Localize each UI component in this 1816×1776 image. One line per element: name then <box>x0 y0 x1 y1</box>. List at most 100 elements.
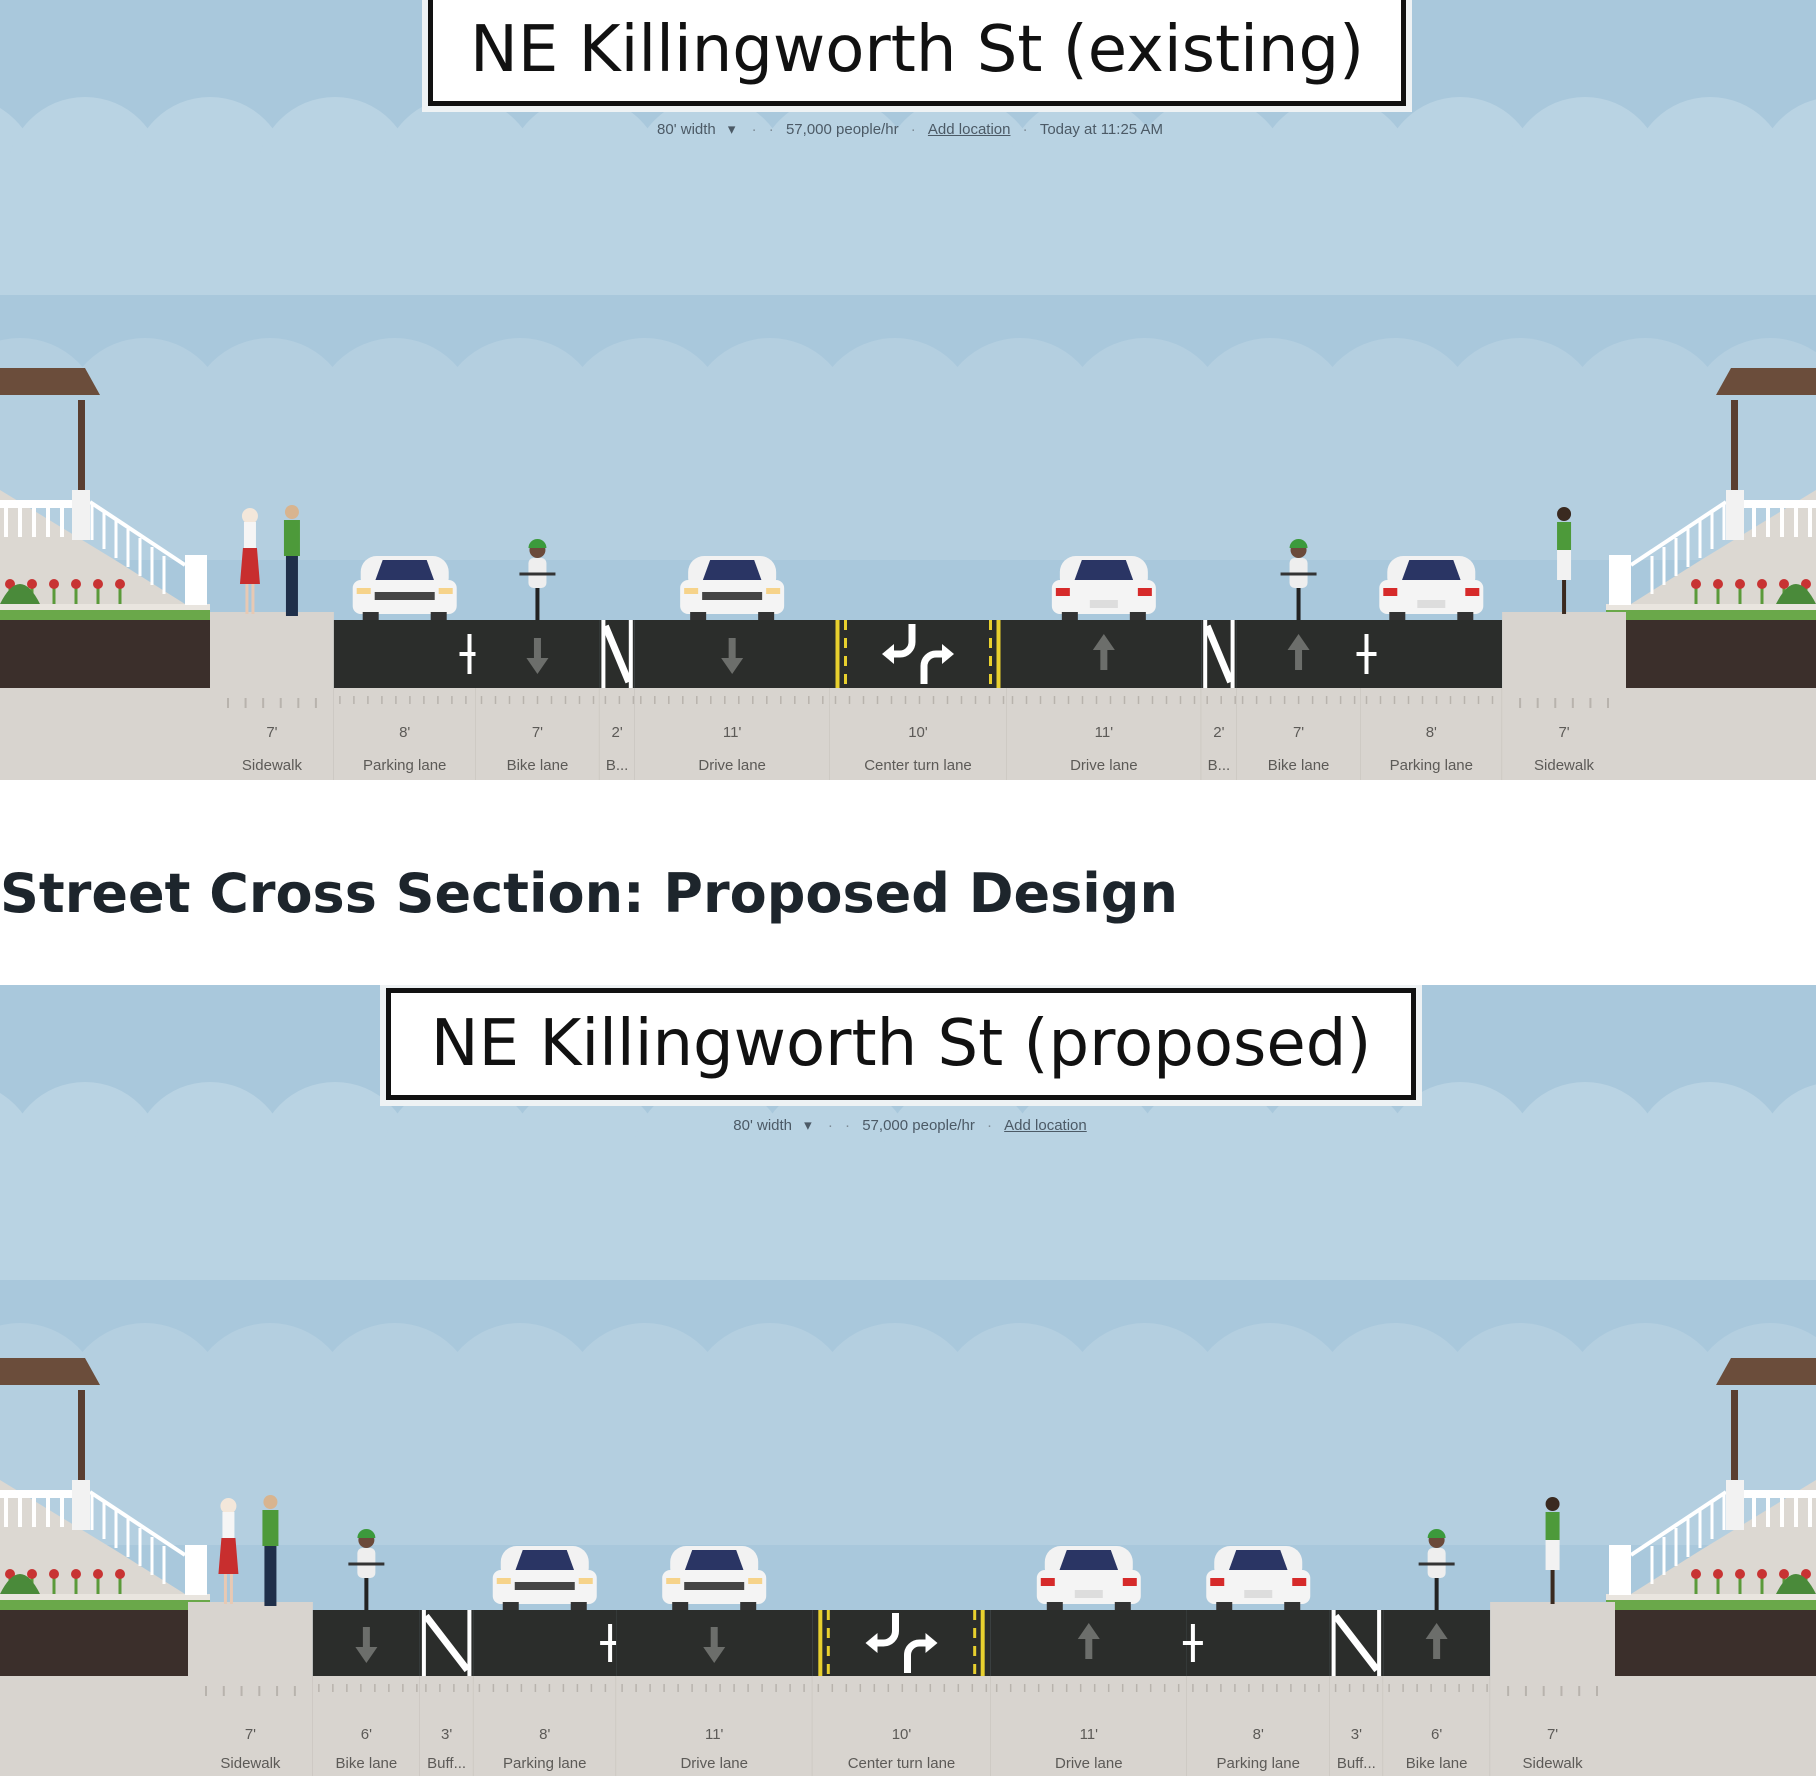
lane-arrow-head <box>1287 634 1310 650</box>
capacity-value: 57,000 people/hr <box>785 121 899 138</box>
asphalt <box>473 1610 617 1676</box>
cloud-band <box>0 1160 1816 1280</box>
buffer-hatch <box>602 624 633 684</box>
flower <box>49 579 59 589</box>
segment-parking: 8' Parking lane <box>1182 1546 1331 1776</box>
segment-buffer: 2' B... <box>1201 620 1238 780</box>
add-location-link[interactable]: Add location <box>1004 1117 1087 1134</box>
turn-arrowhead <box>865 1633 878 1653</box>
car-windshield <box>702 560 763 582</box>
segment-width-label: 8' <box>1253 1726 1264 1743</box>
meta-separator: · <box>987 1117 992 1134</box>
segment-name-label: Bike lane <box>336 1755 398 1772</box>
segment-width-label: 2' <box>1213 724 1224 741</box>
car-taillight <box>1122 1578 1137 1586</box>
segment-name-label: Drive lane <box>1070 757 1138 774</box>
porch-post <box>78 1390 85 1480</box>
rail-post <box>1609 1545 1631 1595</box>
segment-name-label: Parking lane <box>1390 757 1473 774</box>
segment-name-label: B... <box>1208 757 1231 774</box>
car-wheel <box>1216 1602 1233 1610</box>
asphalt <box>829 620 1007 688</box>
segment-parking: 8'Parking lane <box>333 556 480 780</box>
flower <box>93 579 103 589</box>
baluster <box>1752 505 1756 537</box>
turn-arrow-left <box>869 1613 899 1647</box>
car-wheel <box>430 612 447 620</box>
turn-arrowhead <box>882 644 894 664</box>
car-body <box>1051 580 1156 614</box>
caret-down-icon: ▾ <box>804 1117 812 1134</box>
person-shirt <box>1545 1512 1560 1540</box>
segment-buffer: 3'Buff... <box>1329 1610 1384 1776</box>
baluster <box>32 505 36 537</box>
meta-separator: · <box>845 1117 851 1134</box>
buffer-hatch <box>423 1613 471 1673</box>
grass <box>1606 1600 1816 1610</box>
segment-name-label: B... <box>606 757 629 774</box>
person-top <box>243 522 256 548</box>
segment-width-label: 7' <box>1293 724 1304 741</box>
porch-post <box>1731 1390 1738 1480</box>
lane-arrow-head <box>721 658 744 674</box>
baluster <box>60 505 64 537</box>
porch-column <box>72 490 90 540</box>
porch-roof <box>0 368 100 395</box>
flower <box>93 1569 103 1579</box>
car-wheel <box>740 1602 757 1610</box>
under-asphalt <box>616 1676 813 1776</box>
segment-width-label: 7' <box>266 724 277 741</box>
car-taillight <box>1383 588 1398 596</box>
street-width-value: 80' width <box>657 121 716 138</box>
shrub <box>0 584 40 604</box>
under-asphalt <box>473 1676 617 1776</box>
car-windshield <box>1058 1550 1119 1572</box>
street-width-dropdown[interactable]: 80' width ▾ <box>729 1117 815 1134</box>
meta-separator: · <box>910 121 916 138</box>
car-wheel <box>1114 1602 1131 1610</box>
car-plate <box>1074 1590 1103 1598</box>
segment-width-label: 10' <box>908 724 928 741</box>
segment-name-label: Parking lane <box>1217 1755 1300 1772</box>
proposed-street-panel: NE Killingworth St (proposed) 80' width … <box>0 985 1816 1776</box>
segment-turn: 10'Center turn lane <box>829 620 1007 780</box>
person-head <box>220 1498 237 1514</box>
baluster <box>18 505 22 537</box>
asphalt <box>1186 1610 1330 1676</box>
porch-roof <box>0 1358 100 1385</box>
porch-rail <box>0 500 90 508</box>
add-location-link[interactable]: Add location <box>927 121 1011 138</box>
segment-drive: 11'Drive lane <box>634 556 830 780</box>
street-width-dropdown[interactable]: 80' width ▾ <box>653 121 739 138</box>
flower <box>1757 1569 1767 1579</box>
soil-right <box>1615 1610 1816 1676</box>
meta-separator: · <box>768 121 774 138</box>
house-mirror <box>1606 368 1816 620</box>
flower <box>1691 579 1701 589</box>
street-title-box[interactable]: NE Killingworth St (existing) <box>428 0 1406 106</box>
segment-drive: 11'Drive lane <box>990 1546 1188 1776</box>
meta-separator: · <box>751 121 757 138</box>
under-asphalt <box>1006 688 1202 780</box>
segment-name-label: Buff... <box>1337 1755 1376 1772</box>
under-asphalt <box>1186 1676 1330 1776</box>
car-wheel <box>1284 1602 1301 1610</box>
person-skirt <box>218 1538 239 1574</box>
existing-street-panel: NE Killingworth St (existing) 80' width … <box>0 0 1816 780</box>
segment-bike: 6'Bike lane <box>1383 1529 1491 1776</box>
car-wheel <box>502 1602 519 1610</box>
porch-roof <box>1716 368 1816 395</box>
porch-rail <box>1726 500 1816 508</box>
street-meta-bar: 80' width ▾ · · 57,000 people/hr · Add l… <box>0 120 1816 138</box>
sidewalk-surface <box>188 1602 313 1776</box>
porch-column <box>72 1480 90 1530</box>
segment-width-label: 11' <box>705 1726 724 1743</box>
segment-sidewalk: 7'Sidewalk <box>210 505 335 780</box>
person-shirt <box>283 520 300 556</box>
meta-separator: · <box>827 1117 833 1134</box>
under-asphalt <box>1383 1676 1491 1776</box>
sidewalk-surface <box>1490 1602 1615 1776</box>
soil-left <box>0 620 210 688</box>
street-title-box[interactable]: NE Killingworth St (proposed) <box>386 988 1416 1100</box>
